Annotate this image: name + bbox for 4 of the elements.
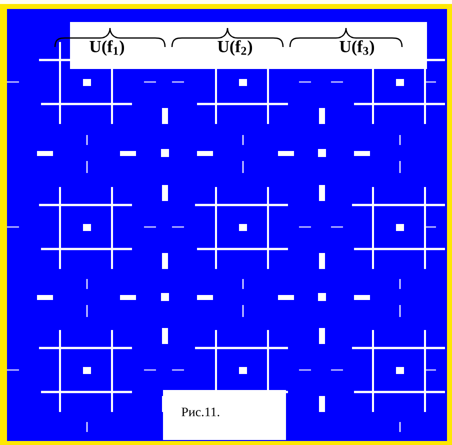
caption: Рис.11. (163, 390, 286, 440)
axis-label: U(f$_{1}$) (90, 40, 124, 56)
axis-label: U(f$_{3}$) (340, 40, 374, 56)
axis-label: U(f$_{2}$) (218, 40, 252, 56)
